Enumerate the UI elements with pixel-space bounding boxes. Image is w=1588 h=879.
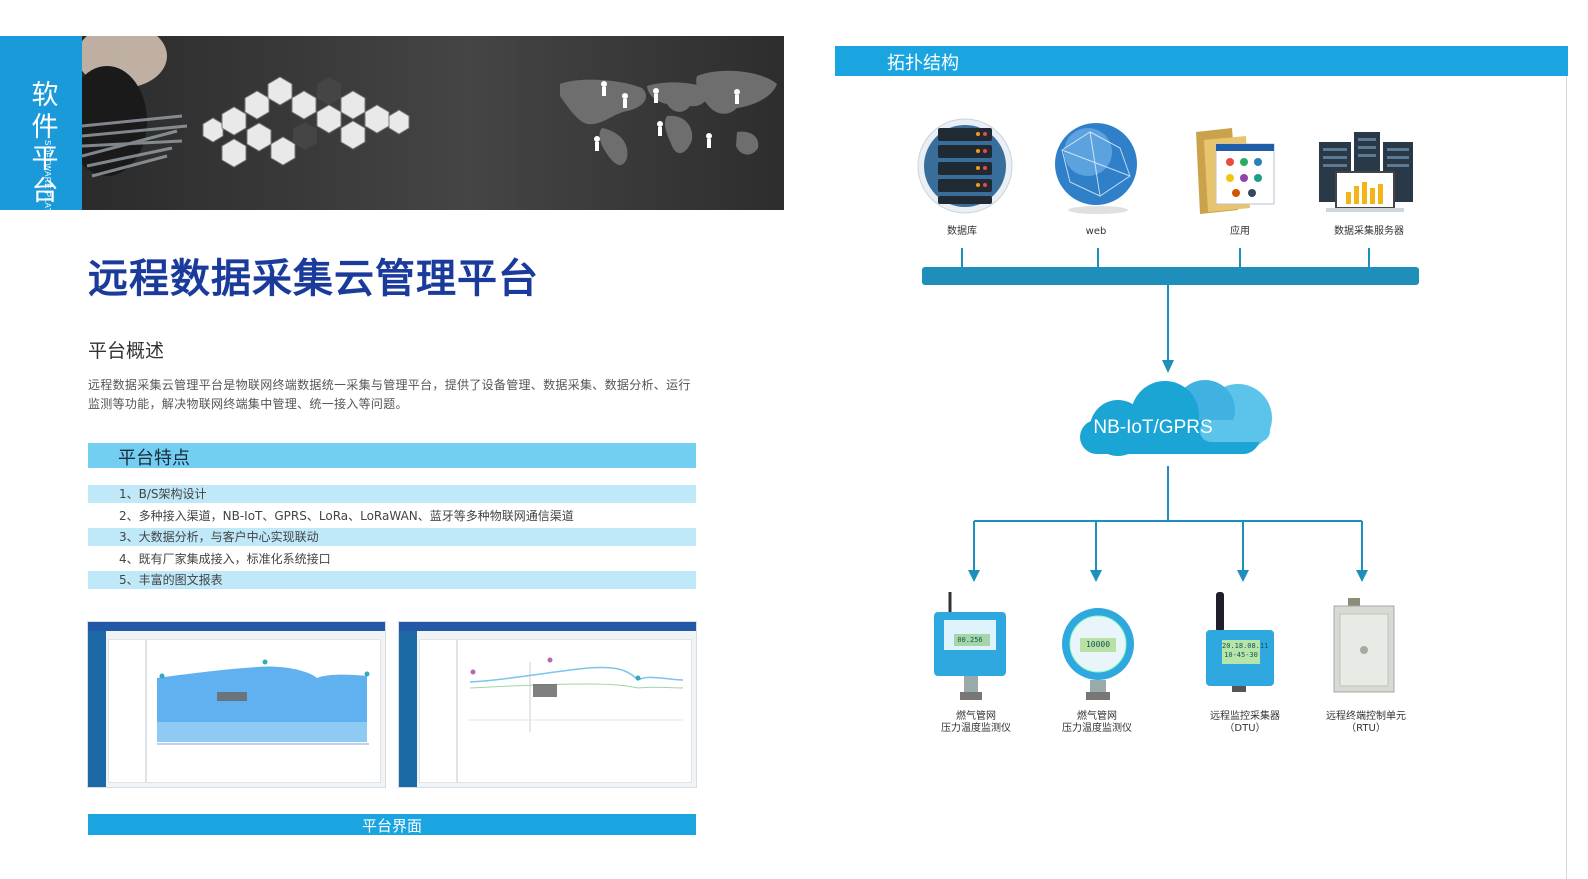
node-label-application: 应用 [1230, 226, 1250, 237]
feature-item-text: 2、多种接入渠道，NB-IoT、GPRS、LoRa、LoRaWAN、蓝牙等多种物… [119, 509, 574, 523]
feature-item: 3、大数据分析，与客户中心实现联动 [88, 528, 696, 546]
device-label-line2: 压力温度监测仪 [941, 723, 1011, 734]
features-heading: 平台特点 [118, 448, 190, 469]
device-label-line1: 燃气管网 [956, 711, 996, 722]
application-folder-icon [1196, 128, 1275, 214]
node-label-database: 数据库 [947, 226, 977, 237]
screenshot-sidebar [399, 631, 417, 787]
device-label-line1: 远程终端控制单元 [1326, 711, 1406, 722]
device-3-readout-time: 10-45-30 [1224, 651, 1258, 659]
feature-item-text: 4、既有厂家集成接入，标准化系统接口 [119, 552, 331, 566]
page-title: 远程数据采集云管理平台 [88, 256, 539, 302]
screenshot-area-chart [157, 659, 370, 745]
device-1-readout: 00.256 [957, 636, 983, 644]
platform-screenshot-area-chart [87, 621, 386, 788]
screenshot-line-chart [468, 657, 684, 732]
screenshot-chart-panel [146, 639, 381, 783]
device-label: 远程监控采集器 （DTU） [1185, 711, 1305, 735]
overview-text: 远程数据采集云管理平台是物联网终端数据统一采集与管理平台，提供了设备管理、数据采… [88, 378, 691, 411]
device-label-line2: 压力温度监测仪 [1062, 723, 1132, 734]
cloud-icon [1080, 380, 1272, 456]
feature-item: 2、多种接入渠道，NB-IoT、GPRS、LoRa、LoRaWAN、蓝牙等多种物… [88, 507, 696, 525]
dtu-device-icon [1206, 592, 1274, 692]
device-label-line2: （RTU） [1346, 723, 1386, 734]
overview-heading: 平台概述 [88, 340, 165, 362]
database-icon [917, 118, 1013, 214]
feature-item-text: 1、B/S架构设计 [119, 487, 207, 501]
features-heading-bar: 平台特点 [88, 443, 696, 469]
device-2-readout: 10000 [1085, 640, 1111, 649]
section-tab-title: 软件平台 [31, 80, 59, 207]
feature-item: 4、既有厂家集成接入，标准化系统接口 [88, 550, 696, 568]
device-label: 远程终端控制单元 （RTU） [1306, 711, 1426, 735]
device-label-line1: 燃气管网 [1077, 711, 1117, 722]
screenshot-list-panel [419, 639, 457, 783]
interface-caption-bar: 平台界面 [88, 814, 696, 835]
screenshot-chart-panel [457, 639, 692, 783]
section-tab: 软件平台 SOFTWARE PLATFORM [0, 36, 82, 239]
rtu-device-icon [1333, 598, 1395, 693]
screenshot-topbar [88, 622, 385, 631]
platform-screenshot-line-chart [398, 621, 697, 788]
screenshot-list-panel [108, 639, 146, 783]
screenshot-sidebar [88, 631, 106, 787]
pressure-monitor-device-icon [934, 592, 1006, 700]
topology-heading: 拓扑结构 [887, 53, 959, 74]
device-label: 燃气管网 压力温度监测仪 [1037, 711, 1157, 735]
topology-heading-bar: 拓扑结构 [835, 46, 1568, 76]
network-bus [922, 267, 1419, 285]
banner-illustration [82, 36, 777, 178]
cloud-label: NB-IoT/GPRS [1093, 417, 1213, 438]
page-edge-divider [1566, 76, 1567, 879]
screenshot-topbar [399, 622, 696, 631]
feature-item-text: 3、大数据分析，与客户中心实现联动 [119, 530, 319, 544]
pressure-gauge-device-icon [1062, 608, 1134, 700]
node-label-data-server: 数据采集服务器 [1334, 226, 1404, 237]
feature-item: 5、丰富的图文报表 [88, 571, 696, 589]
device-3-readout-date: 20.18.08.11 [1222, 642, 1269, 650]
globe-icon [1055, 123, 1137, 214]
header-banner-image [82, 36, 784, 210]
device-label-line2: （DTU） [1224, 723, 1266, 734]
feature-item-text: 5、丰富的图文报表 [119, 573, 223, 587]
device-label-line1: 远程监控采集器 [1210, 711, 1280, 722]
feature-item: 1、B/S架构设计 [88, 485, 696, 503]
interface-caption: 平台界面 [361, 817, 422, 835]
node-label-web: web [1085, 226, 1107, 237]
device-label: 燃气管网 压力温度监测仪 [916, 711, 1036, 735]
data-server-icon [1319, 132, 1413, 212]
